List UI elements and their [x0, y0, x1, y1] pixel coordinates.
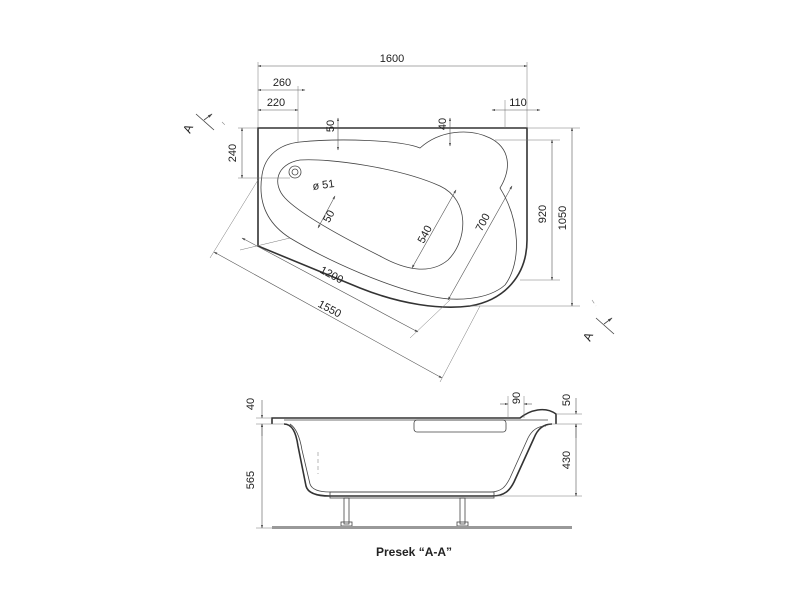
section-caption: Presek “A-A”: [376, 545, 452, 559]
svg-text:A: A: [580, 330, 596, 343]
section-view: 40 565 90 50 430 Presek “A-A”: [245, 392, 582, 559]
dim-drain-diameter: ø 51: [312, 178, 335, 193]
section-headrest: [413, 419, 507, 433]
section-rim: [271, 408, 557, 424]
dim-section-565: 565: [245, 471, 257, 489]
section-marker-bottom: A: [580, 299, 615, 343]
drain-hole: [288, 165, 302, 179]
dim-700: 700: [474, 212, 493, 234]
dim-40-top: 40: [437, 118, 449, 130]
dim-50-inner: 50: [321, 208, 337, 224]
dim-540: 540: [416, 224, 435, 246]
svg-text:A: A: [180, 122, 196, 135]
dim-1050: 1050: [557, 206, 569, 230]
dim-220: 220: [267, 97, 285, 109]
dim-1600: 1600: [380, 53, 404, 65]
dim-section-430: 430: [561, 451, 573, 469]
plan-view: 1600 260 220 110 50 40 240 ø 51 50 540 7…: [180, 53, 615, 383]
dim-240: 240: [227, 144, 239, 162]
dim-1550: 1550: [316, 298, 343, 320]
dim-1200: 1200: [318, 264, 345, 286]
dim-50-top: 50: [325, 120, 337, 132]
dim-section-50: 50: [561, 394, 573, 406]
tub-inner-outline: [260, 131, 517, 300]
section-tub-profile: [283, 423, 553, 497]
dim-section-40: 40: [245, 398, 257, 410]
section-frame: [329, 491, 495, 499]
dim-260: 260: [273, 77, 291, 89]
dim-section-90: 90: [511, 392, 523, 404]
section-marker-top: A: [180, 113, 227, 135]
section-legs: [340, 497, 469, 527]
dim-920: 920: [537, 205, 549, 223]
floor-line: [272, 526, 572, 529]
drain-hole-inner: [291, 168, 299, 176]
dim-110: 110: [509, 97, 527, 109]
basin-floor-outline: [277, 159, 464, 270]
